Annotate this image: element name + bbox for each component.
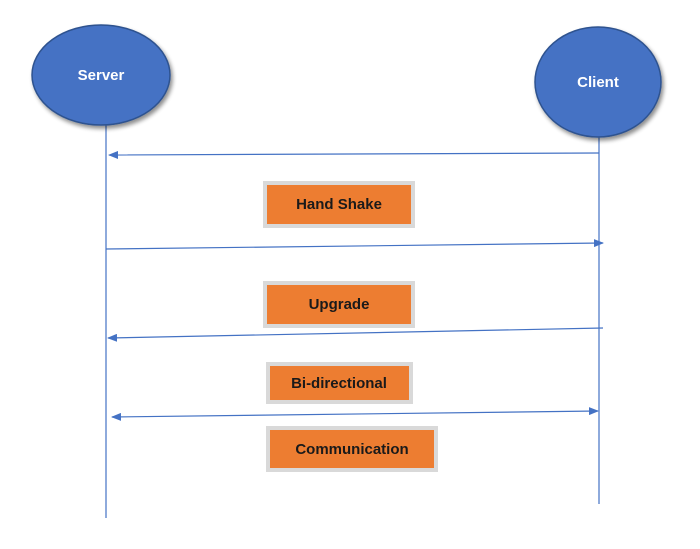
server-ellipse bbox=[31, 24, 171, 126]
label-box-bidirectional: Bi-directional bbox=[266, 362, 413, 404]
arrow-bidirectional bbox=[111, 407, 599, 421]
arrow-server-to-client bbox=[105, 239, 604, 250]
client-node: Client bbox=[534, 26, 662, 138]
server-node: Server bbox=[31, 24, 171, 126]
bidirectional-box bbox=[266, 362, 413, 404]
label-box-handshake: Hand Shake bbox=[263, 181, 415, 228]
client-ellipse bbox=[534, 26, 662, 138]
arrow-client-to-server-2 bbox=[107, 327, 604, 342]
communication-label: Communication bbox=[295, 441, 408, 458]
label-box-upgrade: Upgrade bbox=[263, 281, 415, 328]
handshake-box bbox=[263, 181, 415, 228]
client-label: Client bbox=[577, 74, 619, 91]
arrow-client-to-server-1 bbox=[108, 150, 600, 159]
bidirectional-label: Bi-directional bbox=[291, 375, 387, 392]
label-box-communication: Communication bbox=[266, 426, 438, 472]
communication-box bbox=[266, 426, 438, 472]
server-label: Server bbox=[78, 67, 125, 84]
upgrade-box bbox=[263, 281, 415, 328]
handshake-label: Hand Shake bbox=[296, 196, 382, 213]
upgrade-label: Upgrade bbox=[309, 296, 370, 313]
